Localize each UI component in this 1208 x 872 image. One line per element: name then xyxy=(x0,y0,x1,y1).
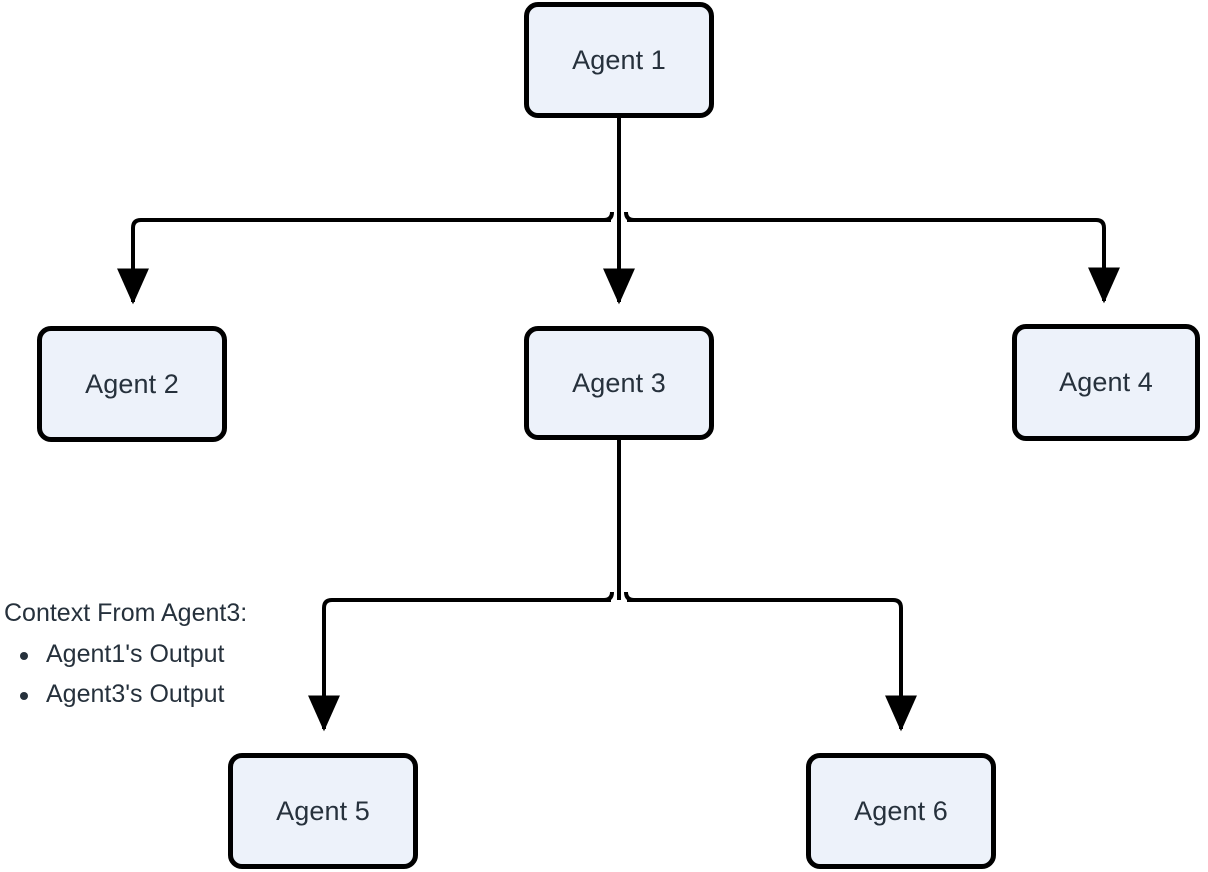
node-agent-2[interactable]: Agent 2 xyxy=(37,326,227,442)
edge-agent1-to-agent2 xyxy=(117,218,611,305)
node-label-agent-5: Agent 5 xyxy=(276,795,370,826)
node-label-agent-4: Agent 4 xyxy=(1059,367,1153,397)
edge-agent3-to-agent6 xyxy=(627,598,917,732)
edge-agent3-to-agent5 xyxy=(308,598,611,732)
node-label-agent-2: Agent 2 xyxy=(85,368,179,399)
context-annotation-item: Agent1's Output xyxy=(4,634,247,674)
node-label-agent-6: Agent 6 xyxy=(854,795,948,826)
junction-fillet-lower-right xyxy=(624,591,635,602)
junction-fillet-upper-right xyxy=(624,211,635,222)
node-label-agent-1: Agent 1 xyxy=(572,44,666,75)
node-agent-1[interactable]: Agent 1 xyxy=(524,2,714,118)
node-label-agent-3: Agent 3 xyxy=(572,367,666,398)
context-annotation-title: Context From Agent3: xyxy=(4,599,248,627)
node-agent-4[interactable]: Agent 4 xyxy=(1012,324,1200,441)
context-annotation-item: Agent3's Output xyxy=(4,674,247,714)
node-agent-3[interactable]: Agent 3 xyxy=(524,326,714,440)
junction-fillet-lower-left xyxy=(603,591,614,602)
context-annotation: Context From Agent3: Agent1's Output Age… xyxy=(4,598,247,714)
edge-agent1-to-agent4 xyxy=(627,218,1120,304)
node-agent-6[interactable]: Agent 6 xyxy=(806,753,996,869)
node-agent-5[interactable]: Agent 5 xyxy=(228,753,418,869)
context-annotation-list: Agent1's Output Agent3's Output xyxy=(4,634,247,714)
junction-fillet-upper-left xyxy=(603,211,614,222)
